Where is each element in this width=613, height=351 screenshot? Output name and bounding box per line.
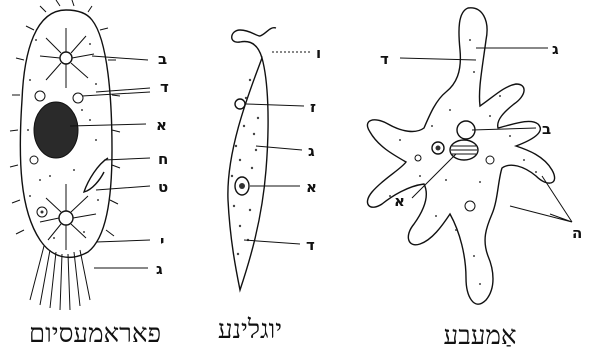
euglena-body	[228, 58, 268, 290]
paramecium-contractile-vacuole-lower	[40, 184, 96, 250]
amoeba-label: ד	[380, 50, 389, 68]
amoeba-label: ג	[552, 40, 559, 58]
amoeba-body	[367, 8, 554, 304]
euglena-label: ד	[306, 236, 315, 254]
paramecium-label: ד	[160, 78, 169, 96]
paramecium-oral-groove	[84, 158, 108, 192]
amoeba-figure: ג ד ב א ה אַמעבע	[367, 8, 582, 351]
euglena-label: א	[306, 178, 317, 196]
paramecium-label: ב	[158, 50, 167, 68]
euglena-label: ו	[316, 44, 321, 62]
paramecium-contractile-vacuole-upper	[40, 28, 94, 88]
euglena-caption: יוגלינע	[218, 315, 282, 345]
amoeba-label: ב	[542, 120, 551, 138]
paramecium-label: א	[156, 116, 167, 134]
euglena-figure: ו ז ג א ד יוגלינע	[218, 28, 321, 345]
paramecium-caption: פאראמעסיום	[29, 319, 161, 349]
paramecium-macronucleus	[34, 102, 78, 158]
paramecium-label: ג	[156, 260, 163, 278]
euglena-leader-lines	[244, 104, 304, 244]
paramecium-label: ח	[158, 150, 168, 168]
amoeba-label: א	[394, 192, 405, 210]
euglena-eyespot	[235, 99, 245, 109]
euglena-label: ז	[310, 98, 316, 116]
paramecium-label: ט	[158, 178, 168, 196]
euglena-label: ג	[308, 142, 315, 160]
paramecium-label: י	[160, 232, 164, 250]
amoeba-caption: אַמעבע	[444, 321, 517, 351]
amoeba-label: ה	[572, 224, 582, 242]
euglena-flagellum	[232, 28, 276, 58]
paramecium-figure: ב ד א ח ט י ג פאראמעסיום	[10, 0, 169, 349]
